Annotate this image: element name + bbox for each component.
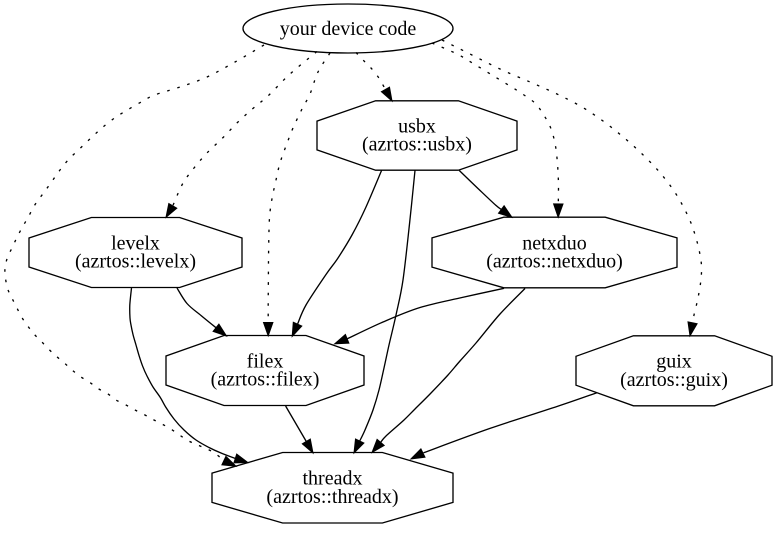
svg-text:(azrtos::guix): (azrtos::guix) bbox=[620, 369, 728, 391]
svg-text:your device code: your device code bbox=[280, 18, 417, 40]
svg-text:(azrtos::threadx): (azrtos::threadx) bbox=[266, 486, 398, 508]
svg-text:(azrtos::levelx): (azrtos::levelx) bbox=[75, 251, 196, 273]
svg-text:filex: filex bbox=[247, 350, 284, 372]
svg-text:(azrtos::filex): (azrtos::filex) bbox=[211, 369, 320, 391]
svg-text:levelx: levelx bbox=[111, 232, 160, 254]
svg-text:usbx: usbx bbox=[398, 115, 436, 137]
svg-text:netxduo: netxduo bbox=[522, 232, 586, 254]
svg-text:(azrtos::usbx): (azrtos::usbx) bbox=[362, 134, 472, 156]
svg-text:(azrtos::netxduo): (azrtos::netxduo) bbox=[486, 251, 623, 273]
svg-text:threadx: threadx bbox=[303, 468, 363, 490]
svg-text:guix: guix bbox=[656, 351, 692, 373]
